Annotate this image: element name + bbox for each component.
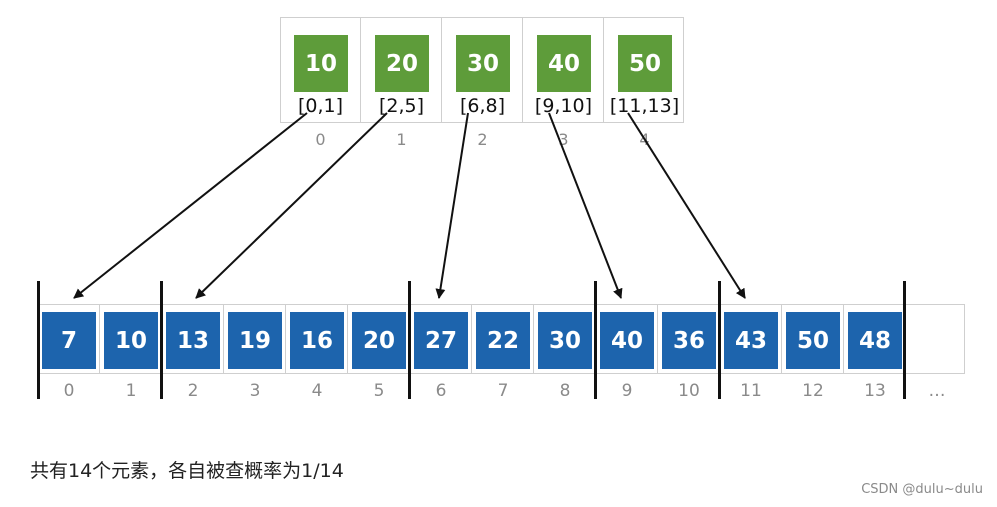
- array-index: 7: [497, 381, 509, 401]
- block-divider: [594, 281, 597, 399]
- array-value: 36: [662, 312, 716, 369]
- index-cell: [442, 17, 523, 123]
- array-value: 30: [538, 312, 592, 369]
- index-cell: [280, 17, 361, 123]
- index-key: 10: [294, 35, 348, 92]
- array-cell: [782, 304, 844, 374]
- index-key: 20: [375, 35, 429, 92]
- array-value: 43: [724, 312, 778, 369]
- array-cell: [472, 304, 534, 374]
- array-index: 0: [63, 381, 75, 401]
- array-value: 48: [848, 312, 902, 369]
- index-key: 40: [537, 35, 591, 92]
- array-value: 13: [166, 312, 220, 369]
- array-cell: [596, 304, 658, 374]
- array-cell: [162, 304, 224, 374]
- array-value: 22: [476, 312, 530, 369]
- array-index: 9: [621, 381, 633, 401]
- array-index: 4: [311, 381, 323, 401]
- index-range: [11,13]: [609, 95, 680, 117]
- array-value: 50: [786, 312, 840, 369]
- array-value: 10: [104, 312, 158, 369]
- index-key: 50: [618, 35, 672, 92]
- array-value: 16: [290, 312, 344, 369]
- array-index: 6: [435, 381, 447, 401]
- index-range: [9,10]: [534, 95, 593, 117]
- array-index: 3: [249, 381, 261, 401]
- array-ellipsis: …: [928, 381, 946, 401]
- index-range: [6,8]: [459, 95, 506, 117]
- index-cell: [523, 17, 604, 123]
- index-position: 2: [477, 130, 488, 149]
- array-index: 12: [802, 381, 824, 401]
- array-value: 7: [42, 312, 96, 369]
- index-table: [280, 17, 684, 123]
- array-value: 20: [352, 312, 406, 369]
- caption-text: 共有14个元素，各自被查概率为1/14: [30, 460, 344, 482]
- array-index: 10: [678, 381, 700, 401]
- array-value: 27: [414, 312, 468, 369]
- index-key: 30: [456, 35, 510, 92]
- array-cell: [286, 304, 348, 374]
- array-index: 11: [740, 381, 762, 401]
- array-value: 40: [600, 312, 654, 369]
- arrow-block-4: [627, 112, 746, 299]
- index-range: [0,1]: [297, 95, 344, 117]
- block-divider: [408, 281, 411, 399]
- array-index: 2: [187, 381, 199, 401]
- block-divider: [37, 281, 40, 399]
- arrow-block-1: [195, 112, 388, 299]
- array-cell: [38, 304, 100, 374]
- array-index: 1: [125, 381, 137, 401]
- array-index: 8: [559, 381, 571, 401]
- watermark: CSDN @dulu~dulu: [861, 482, 983, 497]
- array-cell: [720, 304, 782, 374]
- index-position: 3: [558, 130, 569, 149]
- index-position: 1: [396, 130, 407, 149]
- index-range: [2,5]: [378, 95, 425, 117]
- block-divider: [903, 281, 906, 399]
- block-divider: [718, 281, 721, 399]
- array-cell: [410, 304, 472, 374]
- index-cell: [361, 17, 442, 123]
- block-divider: [160, 281, 163, 399]
- arrow-block-0: [73, 112, 308, 299]
- array-cell: [224, 304, 286, 374]
- array-index: 5: [373, 381, 385, 401]
- array-value: 19: [228, 312, 282, 369]
- arrow-block-2: [435, 112, 469, 299]
- index-position: 0: [315, 130, 326, 149]
- arrow-block-3: [548, 112, 623, 299]
- array-index: 13: [864, 381, 886, 401]
